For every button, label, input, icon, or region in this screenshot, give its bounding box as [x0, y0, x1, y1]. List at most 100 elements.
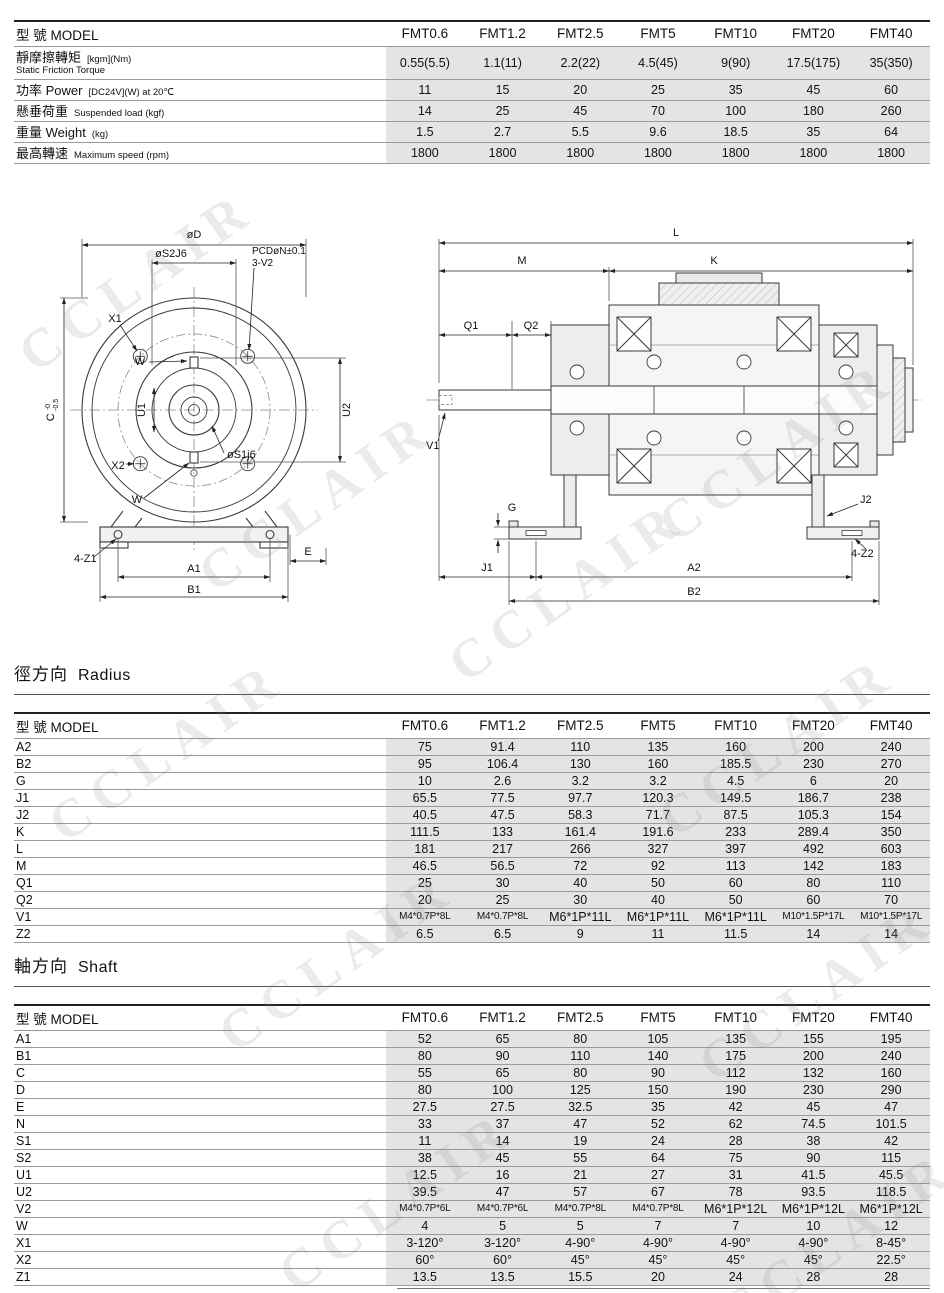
dim-value-cell: 110 [852, 874, 930, 891]
dim-value-cell: M4*0.7P*8L [619, 1200, 697, 1217]
dim-value-cell: 37 [463, 1115, 542, 1132]
dim-value-cell: 118.5 [852, 1183, 930, 1200]
dim-value-cell: 125 [541, 1081, 620, 1098]
spec-value-cell: 9.6 [619, 121, 697, 142]
dim-value-cell: 4-90° [619, 1234, 697, 1251]
spec-value-cell: 1800 [852, 142, 930, 163]
dim-value-cell: 38 [386, 1149, 464, 1166]
dim-value-cell: 233 [696, 823, 775, 840]
dim-value-cell: 3-120° [386, 1234, 464, 1251]
spec-value-cell: 20 [541, 79, 620, 100]
dim-value-cell: 11.5 [696, 925, 775, 942]
dim-value-cell: 45° [541, 1251, 620, 1268]
dim-value-cell: 93.5 [774, 1183, 853, 1200]
dim-value-cell: 95 [386, 755, 464, 772]
model-header-label: 型 號 MODEL [14, 1005, 386, 1030]
dim-label-w-top: W [135, 356, 146, 368]
dim-value-cell: 11 [619, 925, 697, 942]
spec-label-unit: Suspended load (kgf) [74, 107, 165, 119]
dim-value-cell: 3-120° [463, 1234, 542, 1251]
dim-value-cell: 200 [774, 1047, 853, 1064]
dim-value-cell: 14 [774, 925, 853, 942]
model-header-FMT2.5: FMT2.5 [541, 713, 620, 738]
spec-label-main: 靜摩擦轉矩 [16, 49, 82, 65]
shaft-title-en: Shaft [78, 959, 118, 976]
spec-label-main: 懸垂荷重 [16, 103, 69, 119]
dim-value-cell: 40 [619, 891, 697, 908]
dim-row-label-L: L [14, 840, 386, 857]
dim-row-label-D: D [14, 1081, 386, 1098]
dim-value-cell: 161.4 [541, 823, 620, 840]
spec-label-unit: [DC24V](W) at 20℃ [88, 86, 175, 98]
dim-label-pcd: PCDøN±0.1 [252, 246, 306, 257]
spec-label-line: 重量 Weight(kg) [16, 122, 384, 142]
dim-value-cell: 30 [541, 891, 620, 908]
dim-row-label-W: W [14, 1217, 386, 1234]
dim-value-cell: 130 [541, 755, 620, 772]
spec-row-label: 重量 Weight(kg) [14, 121, 386, 142]
dim-value-cell: M6*1P*12L [774, 1200, 853, 1217]
dim-value-cell: 87.5 [696, 806, 775, 823]
dim-value-cell: 6 [774, 772, 853, 789]
dim-label-b1: B1 [187, 584, 200, 596]
dim-value-cell: 50 [619, 874, 697, 891]
model-header-FMT20: FMT20 [774, 1005, 853, 1030]
dim-value-cell: 4-90° [774, 1234, 853, 1251]
dim-value-cell: 289.4 [774, 823, 853, 840]
dim-value-cell: 160 [696, 738, 775, 755]
spec-value-cell: 14 [386, 100, 464, 121]
dim-value-cell: 35 [619, 1098, 697, 1115]
dim-label-x1: X1 [108, 313, 121, 325]
dim-value-cell: 110 [541, 738, 620, 755]
dim-value-cell: 42 [852, 1132, 930, 1149]
side-view-drawing: L M K Q1 Q2 V1 G J2 4-Z2 J1 A2 B2 [426, 227, 922, 605]
dim-value-cell: 75 [696, 1149, 775, 1166]
model-header-FMT5: FMT5 [619, 21, 697, 46]
dim-value-cell: 3.2 [541, 772, 620, 789]
spec-value-cell: 15 [463, 79, 542, 100]
dim-value-cell: 20 [852, 772, 930, 789]
dim-value-cell: 28 [696, 1132, 775, 1149]
spec-value-cell: 0.55(5.5) [386, 46, 464, 79]
dim-row-label-A2: A2 [14, 738, 386, 755]
dim-value-cell: 90 [463, 1047, 542, 1064]
dim-value-cell: 190 [696, 1081, 775, 1098]
dim-value-cell: 42 [696, 1098, 775, 1115]
dim-value-cell: 105.3 [774, 806, 853, 823]
dim-value-cell: 135 [619, 738, 697, 755]
model-header-FMT20: FMT20 [774, 21, 853, 46]
dim-value-cell: 154 [852, 806, 930, 823]
dim-value-cell: 350 [852, 823, 930, 840]
spec-value-cell: 70 [619, 100, 697, 121]
dim-value-cell: 80 [541, 1030, 620, 1047]
dim-row-label-E: E [14, 1098, 386, 1115]
dim-row-label-B2: B2 [14, 755, 386, 772]
dim-value-cell: 175 [696, 1047, 775, 1064]
dim-row-label-J2: J2 [14, 806, 386, 823]
dim-value-cell: 62 [696, 1115, 775, 1132]
dim-label-m: M [517, 255, 526, 267]
dim-value-cell: 16 [463, 1166, 542, 1183]
dim-value-cell: 186.7 [774, 789, 853, 806]
dim-value-cell: 74.5 [774, 1115, 853, 1132]
dim-row-label-Q2: Q2 [14, 891, 386, 908]
dim-value-cell: 71.7 [619, 806, 697, 823]
dim-value-cell: 80 [541, 1064, 620, 1081]
dim-row-label-M: M [14, 857, 386, 874]
dim-value-cell: 603 [852, 840, 930, 857]
model-header-FMT1.2: FMT1.2 [463, 1005, 542, 1030]
